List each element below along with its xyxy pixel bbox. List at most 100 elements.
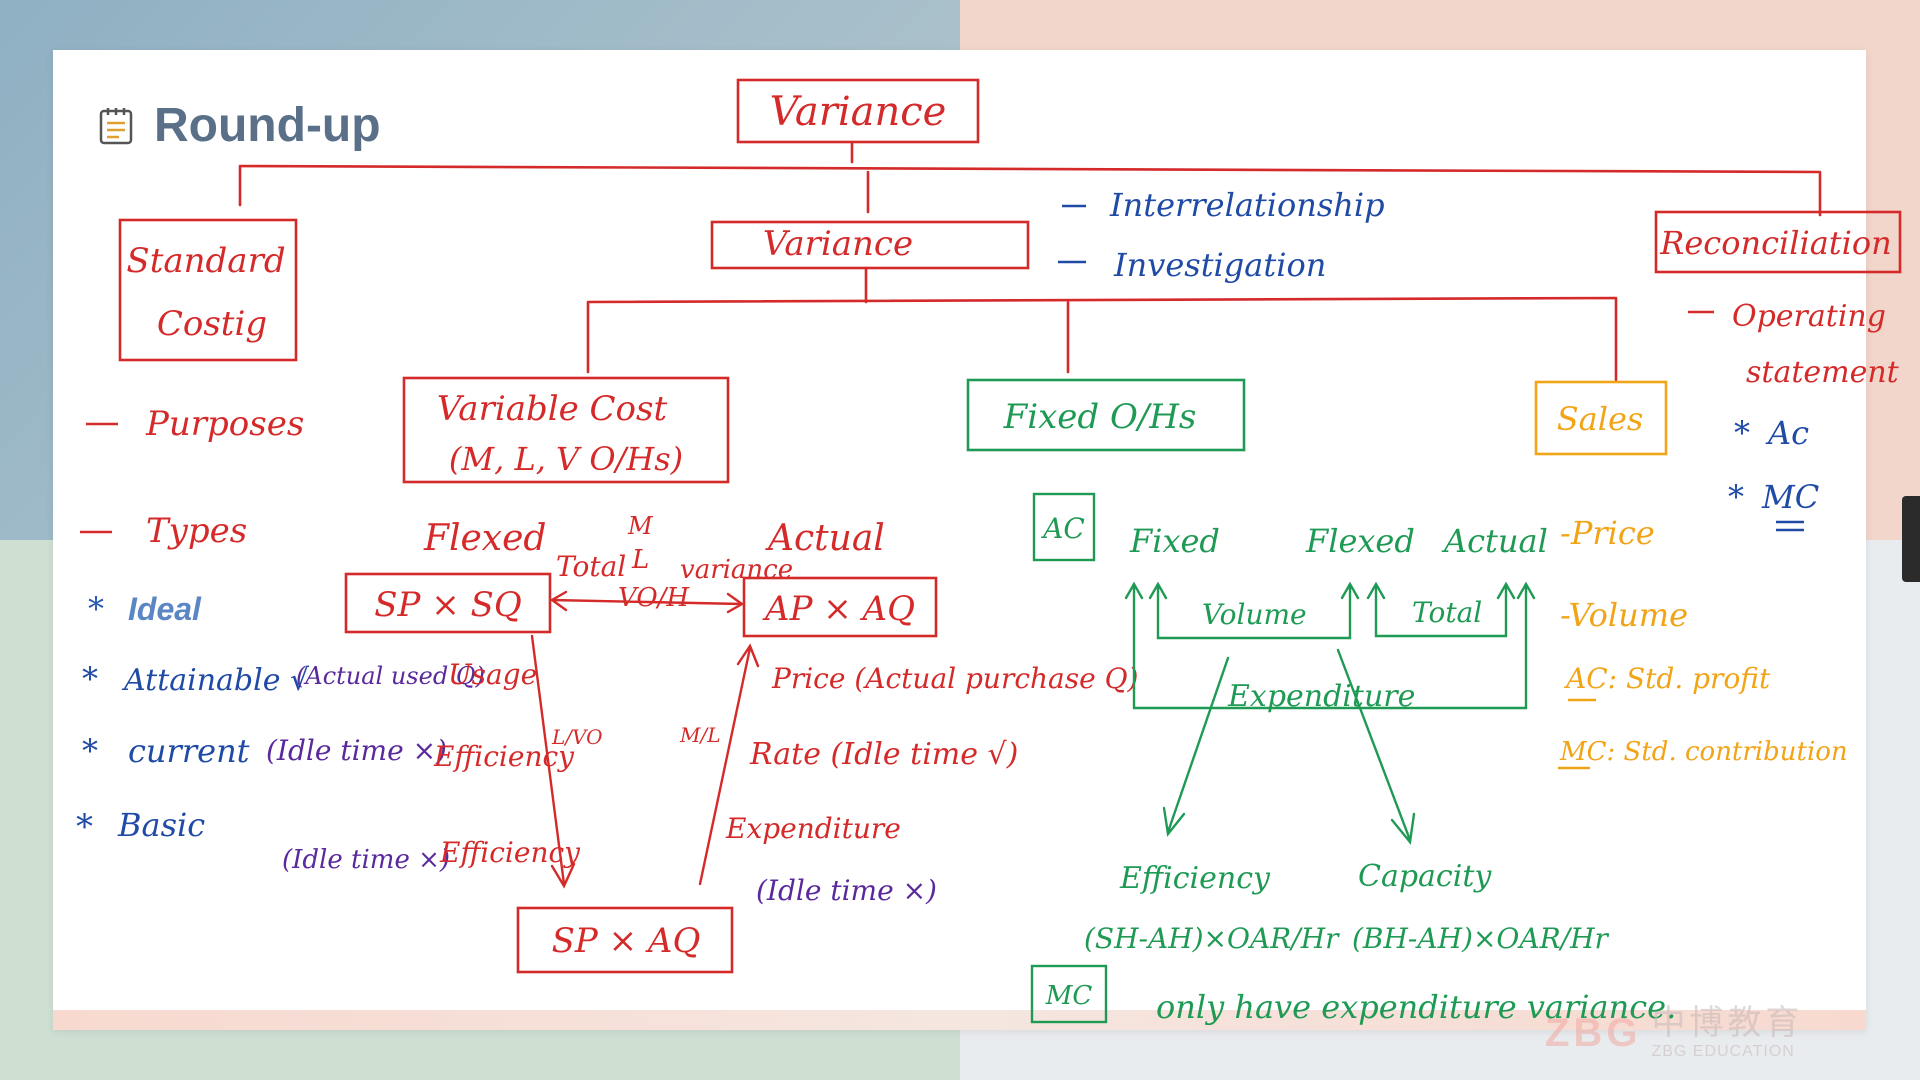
variable-cost-box: [402, 376, 730, 484]
total-bracket: [1366, 581, 1516, 638]
sp-aq-box: [516, 906, 734, 974]
logo-chinese: 中博教育: [1651, 1003, 1804, 1043]
fixed-ohs-label: Fixed O/Hs: [1003, 397, 1197, 437]
variable-cost-line-1: Variable Cost: [437, 389, 668, 429]
current-star: *: [82, 732, 98, 770]
idle-time-x-note-1: (Idle time ×): [266, 734, 447, 767]
sales-ac-note: AC: Std. profit: [1563, 662, 1771, 695]
slide-canvas: [53, 50, 1866, 1030]
recon-ac-label: Ac: [1765, 414, 1809, 452]
fixed-mc-label: MC: [1045, 981, 1093, 1011]
ap-aq-box: [742, 576, 938, 638]
sp-aq-label: SP × AQ: [552, 921, 701, 961]
sp-sq-label: SP × SQ: [374, 585, 521, 625]
interrelationship-label: Interrelationship: [1109, 186, 1385, 224]
expenditure-bracket: [1124, 581, 1536, 710]
basic-label: Basic: [117, 806, 205, 844]
variable-cost-line-2: (M, L, V O/Hs): [449, 440, 683, 478]
fixed-ohs-box: [966, 378, 1246, 452]
sales-box: [1534, 380, 1668, 456]
left-down-arrow: [530, 634, 576, 889]
sp-sq-box: [344, 572, 552, 634]
flexed-label: Flexed: [423, 518, 546, 559]
expenditure-fixed-label: Expenditure: [1227, 679, 1415, 714]
total-variance-arrow: [549, 590, 745, 614]
attainable-star: *: [82, 660, 98, 698]
col-flexed-label: Flexed: [1305, 522, 1415, 560]
capacity-arrow: [1336, 648, 1416, 845]
expenditure-note: Expenditure: [725, 812, 901, 845]
sales-price-label: -Price: [1560, 514, 1655, 552]
left-lvo-mark: L/VO: [551, 725, 603, 749]
mid-voh-label: VO/H: [618, 583, 690, 613]
current-label: current: [128, 732, 250, 770]
right-up-arrow: [698, 643, 760, 886]
reconciliation-box: [1654, 210, 1902, 274]
actual-used-q-note: (Actual used Q): [296, 662, 485, 690]
sales-mc-note: MC: Std. contribution: [1559, 737, 1848, 767]
logo-text: 中博教育 ZBG EDUCATION: [1651, 1006, 1803, 1060]
efficiency-arrow: [1162, 656, 1230, 837]
side-panel-toggle[interactable]: [1902, 496, 1920, 582]
root-connector-lines: [238, 140, 1822, 217]
standard-costing-line-1: Standard: [126, 241, 285, 281]
variance-branch-lines: [586, 266, 1618, 382]
logo-english: ZBG EDUCATION: [1651, 1043, 1795, 1060]
idle-time-x-note-2: (Idle time ×): [282, 845, 450, 875]
col-actual-label: Actual: [1441, 522, 1548, 560]
price-note: Price (Actual purchase Q): [771, 662, 1138, 695]
efficiency-formula: (SH-AH)×OAR/Hr: [1084, 922, 1340, 955]
purposes-label: Purposes: [145, 404, 304, 444]
ideal-star: *: [88, 590, 104, 628]
volume-label: Volume: [1202, 598, 1307, 631]
variance-node-box: [710, 220, 1030, 270]
actual-label: Actual: [765, 518, 885, 559]
efficiency-label-1: Efficiency: [433, 740, 575, 773]
ideal-label: Ideal: [128, 591, 202, 627]
types-label: Types: [146, 511, 247, 551]
operating-label: Operating: [1732, 299, 1886, 334]
idle-time-x-right-note: (Idle time ×): [756, 874, 937, 907]
mc-expenditure-note: only have expenditure variance.: [1156, 988, 1676, 1026]
volume-bracket: [1148, 581, 1360, 640]
variance-node-label: Variance: [763, 224, 913, 264]
standard-costing-line-2: Costig: [157, 304, 267, 344]
fixed-ac-label: AC: [1040, 512, 1085, 545]
variance-mid-label: variance: [680, 555, 793, 585]
ap-aq-label: AP × AQ: [762, 589, 915, 629]
fixed-mc-box: [1030, 964, 1108, 1024]
total-fixed-label: Total: [1412, 596, 1482, 629]
investigation-label: Investigation: [1113, 246, 1326, 284]
recon-mc-label: MC: [1761, 478, 1819, 516]
basic-star: *: [76, 807, 93, 847]
efficiency-fixed-label: Efficiency: [1119, 861, 1271, 896]
root-variance-label: Variance: [770, 89, 947, 135]
standard-costing-box: [118, 218, 298, 362]
slide-header: Round-up: [98, 98, 381, 153]
capacity-formula: (BH-AH)×OAR/Hr: [1352, 922, 1610, 955]
root-variance-box: [736, 78, 980, 144]
capacity-fixed-label: Capacity: [1358, 859, 1492, 894]
fixed-ac-box: [1032, 492, 1096, 562]
mid-m-label: M: [627, 512, 654, 540]
recon-ac-star: *: [1734, 414, 1750, 452]
recon-mc-star: *: [1728, 478, 1744, 516]
usage-label: Usage: [448, 658, 537, 691]
rate-note: Rate (Idle time √): [749, 737, 1018, 772]
zbg-logo: ZBG 中博教育 ZBG EDUCATION: [1545, 1006, 1803, 1060]
notepad-icon: [99, 107, 133, 144]
mid-l-label: L: [631, 545, 649, 575]
right-ml-mark: M/L: [679, 723, 721, 747]
col-fixed-label: Fixed: [1129, 522, 1220, 560]
sales-label: Sales: [1557, 400, 1644, 438]
efficiency-label-2: Efficiency: [439, 836, 581, 869]
total-label: Total: [556, 550, 626, 583]
slide-bottom-strip: [53, 1010, 1866, 1030]
statement-label: statement: [1746, 355, 1900, 390]
page-title: Round-up: [154, 99, 381, 152]
reconciliation-label: Reconciliation: [1659, 224, 1892, 262]
recon-mc-underline: [1776, 520, 1804, 532]
sales-volume-label: -Volume: [1560, 596, 1688, 634]
attainable-label: Attainable √: [121, 663, 310, 698]
